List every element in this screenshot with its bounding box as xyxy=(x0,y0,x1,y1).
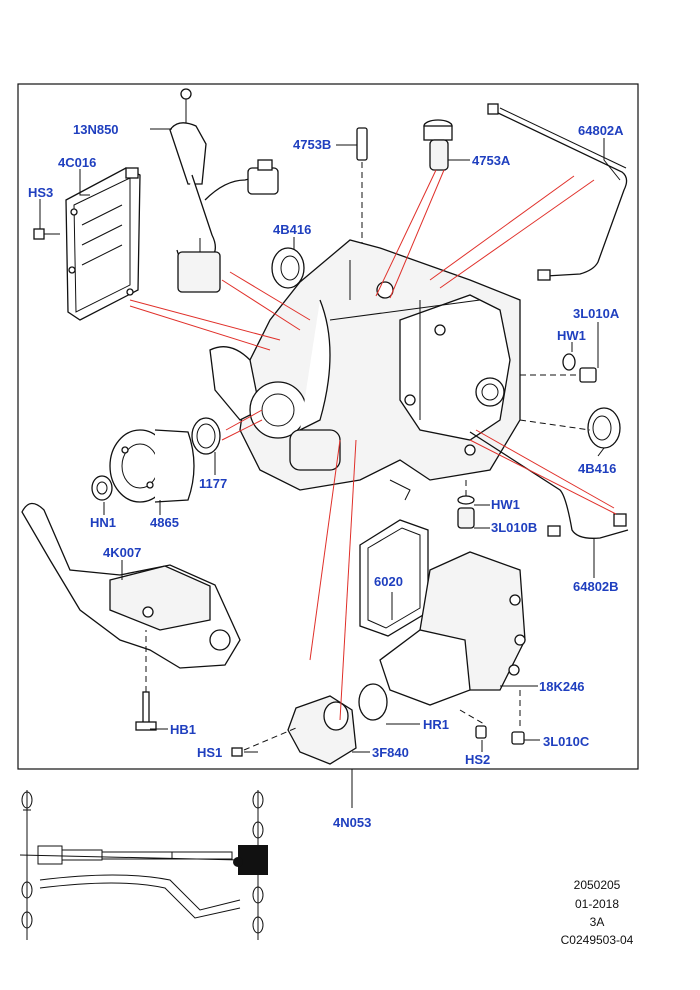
transfer-case-housing-part xyxy=(209,239,521,501)
callout-4865: 4865 xyxy=(150,515,179,530)
callout-HN1: HN1 xyxy=(90,515,116,530)
callout-HS2: HS2 xyxy=(465,752,490,767)
seal-4b416-right-part xyxy=(519,407,621,449)
info-line-2: 01-2018 xyxy=(575,897,619,911)
callout-4B416-right: 4B416 xyxy=(578,461,616,476)
control-module-part xyxy=(65,167,141,321)
callout-HW1-top: HW1 xyxy=(557,328,586,343)
assembly-reference-lines xyxy=(129,169,617,721)
bolt-hb1-part xyxy=(135,630,157,731)
breather-4753a-part xyxy=(423,119,453,171)
callout-HW1-mid: HW1 xyxy=(491,497,520,512)
callout-HS1: HS1 xyxy=(197,745,222,760)
bracket-4k007-part xyxy=(21,502,241,669)
callout-64802B: 64802B xyxy=(573,579,619,594)
callout-4B416-top: 4B416 xyxy=(273,222,311,237)
callout-4K007: 4K007 xyxy=(103,545,141,560)
bolt-hs3-part xyxy=(33,228,60,240)
o-ring-hr1-part xyxy=(358,683,388,721)
washer-hw1-mid-part xyxy=(457,480,475,529)
bolt-hs2-part xyxy=(459,690,525,745)
pipe-64802b-part xyxy=(469,431,629,539)
callout-4753B: 4753B xyxy=(293,137,331,152)
screw-hs1-part xyxy=(231,727,297,757)
actuator-18k246-part xyxy=(379,551,526,706)
callout-4753A: 4753A xyxy=(472,153,511,168)
flange-4865-part xyxy=(109,429,195,503)
info-line-3: 3A xyxy=(590,915,605,929)
wiring-harness-part xyxy=(169,88,279,293)
washer-hw1-top-part xyxy=(520,353,597,383)
pipe-64802a-part xyxy=(487,103,628,281)
callout-18K246: 18K246 xyxy=(539,679,585,694)
callout-4C016: 4C016 xyxy=(58,155,96,170)
callout-64802A: 64802A xyxy=(578,123,624,138)
callout-1177: 1177 xyxy=(199,476,227,491)
info-line-1: 2050205 xyxy=(574,878,621,892)
highlighted-drive-unit xyxy=(238,845,268,875)
motor-3f840-part xyxy=(287,695,357,765)
callout-3L010A: 3L010A xyxy=(573,306,620,321)
callout-HS3: HS3 xyxy=(28,185,53,200)
callout-HR1: HR1 xyxy=(423,717,449,732)
callout-3F840: 3F840 xyxy=(372,745,409,760)
callout-13N850: 13N850 xyxy=(73,122,119,137)
diagram-frame xyxy=(17,83,639,770)
leader-lines xyxy=(39,128,621,808)
vehicle-locator-thumbnail xyxy=(19,790,268,940)
callout-3L010B: 3L010B xyxy=(491,520,537,535)
info-block: 2050205 01-2018 3A C0249503-04 xyxy=(561,878,634,947)
callout-HB1: HB1 xyxy=(170,722,196,737)
seal-4b416-top-part xyxy=(271,247,305,289)
callout-labels: 13N850 4C016 HS3 4753B 4753A 64802A 4B41… xyxy=(28,122,624,830)
info-line-4: C0249503-04 xyxy=(561,933,634,947)
callout-6020: 6020 xyxy=(374,574,403,589)
callout-4N053: 4N053 xyxy=(333,815,371,830)
seal-1177-part xyxy=(191,417,221,455)
callout-3L010C: 3L010C xyxy=(543,734,590,749)
nut-hn1-part xyxy=(91,475,113,501)
